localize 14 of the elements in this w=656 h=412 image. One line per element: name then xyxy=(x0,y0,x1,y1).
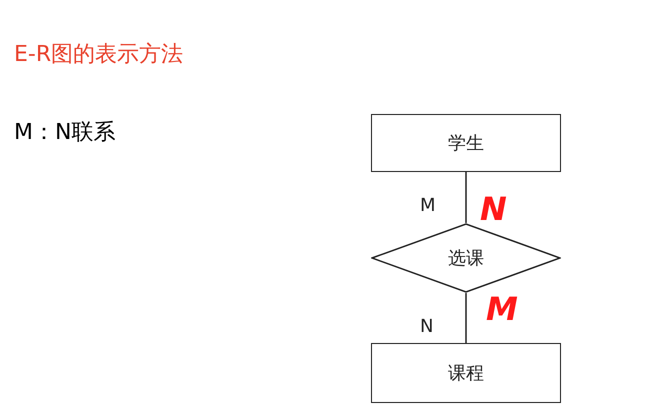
slide-title: E-R图的表示方法 xyxy=(14,41,184,69)
handwritten-annotation: M xyxy=(486,289,518,330)
connector-line xyxy=(465,172,467,223)
subtitle-text: M：N联系 xyxy=(14,119,116,147)
node-label: 学生 xyxy=(448,132,484,156)
entity-box xyxy=(371,343,561,403)
entity-box xyxy=(371,114,561,172)
node-label: 选课 xyxy=(448,246,484,270)
relationship-diamond xyxy=(371,223,561,293)
connector-line xyxy=(465,293,467,343)
cardinality-label: M xyxy=(420,194,436,218)
handwritten-annotation: N xyxy=(480,189,507,230)
cardinality-label: N xyxy=(420,315,434,339)
node-label: 课程 xyxy=(448,362,484,386)
